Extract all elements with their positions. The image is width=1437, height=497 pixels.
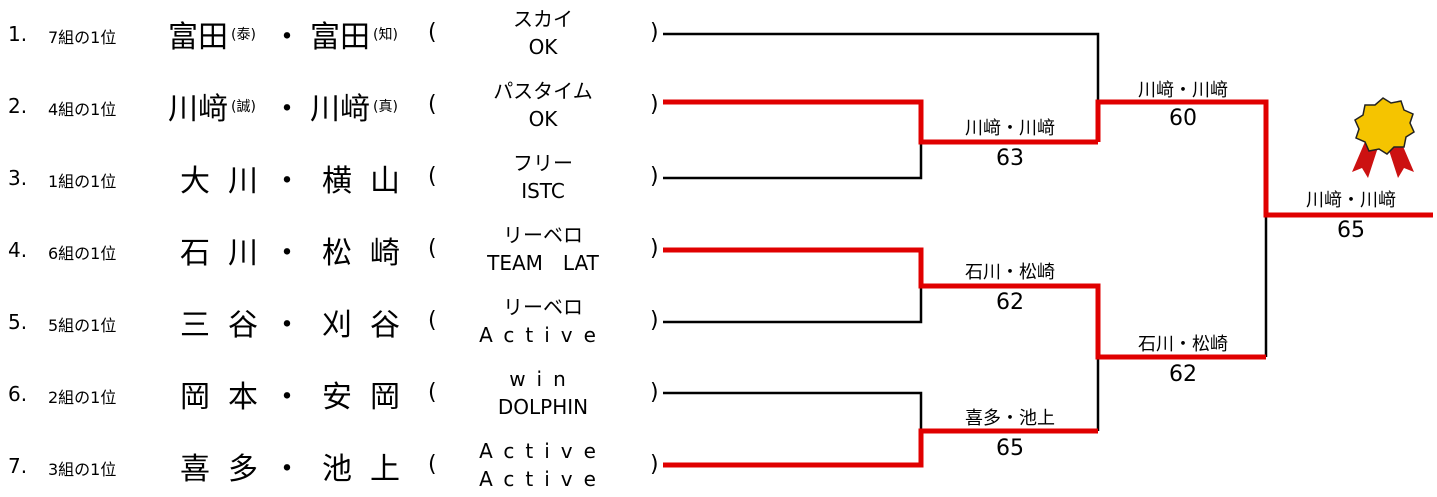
entry-group: 3組の1位	[48, 460, 117, 479]
player-2-name: 刈谷	[322, 308, 418, 343]
semi-top-score: 60	[1169, 106, 1197, 131]
paren-close: )	[650, 92, 659, 117]
win-line-entry-7	[663, 428, 1098, 468]
separator: ・	[272, 92, 302, 127]
separator: ・	[272, 164, 302, 199]
separator: ・	[272, 236, 302, 271]
entry-number: 7.	[8, 454, 28, 478]
win-line-r1-top	[1095, 99, 1433, 218]
entry-group: 5組の1位	[48, 316, 117, 335]
player-2-name: 川﨑	[310, 92, 370, 127]
entry-group: 2組の1位	[48, 388, 117, 407]
entry-number: 6.	[8, 382, 28, 406]
club-line-2: Active	[479, 467, 607, 491]
player-1-name: 岡本	[180, 380, 276, 415]
entry-number: 3.	[8, 166, 28, 190]
paren-open: (	[428, 452, 437, 477]
player-1-name: 富田	[168, 20, 228, 55]
club-line-2: ISTC	[521, 179, 565, 203]
r1-mid-winner: 石川・松崎	[965, 262, 1055, 283]
club-line-1: Active	[479, 439, 607, 463]
final-score: 65	[1337, 218, 1365, 243]
player-2-tag: (真)	[373, 99, 398, 115]
player-2-name: 池上	[322, 452, 418, 487]
win-line-entry-2	[663, 99, 1098, 145]
r1-bot-score: 65	[996, 436, 1024, 461]
r1-bot-winner: 喜多・池上	[965, 408, 1055, 429]
club-line-2: DOLPHIN	[497, 395, 589, 419]
player-1-name: 大川	[180, 164, 276, 199]
player-1-name: 川﨑	[168, 92, 228, 127]
entry-group: 4組の1位	[48, 100, 117, 119]
semi-top-winner: 川﨑・川﨑	[1138, 80, 1228, 101]
paren-close: )	[650, 452, 659, 477]
winner-medal-icon	[1352, 97, 1415, 178]
separator: ・	[272, 380, 302, 415]
entry-number: 4.	[8, 238, 28, 262]
paren-open: (	[428, 236, 437, 261]
player-2-name: 富田	[310, 20, 370, 55]
separator: ・	[272, 20, 302, 55]
entry-group: 6組の1位	[48, 244, 117, 263]
player-1-name: 喜多	[180, 452, 276, 487]
club-line-2: OK	[528, 107, 558, 131]
final-winner: 川﨑・川﨑	[1306, 190, 1396, 211]
club-line-1: パスタイム	[493, 79, 593, 103]
paren-close: )	[650, 164, 659, 189]
paren-close: )	[650, 308, 659, 333]
r1-top-winner: 川﨑・川﨑	[965, 118, 1055, 139]
player-2-tag: (知)	[373, 27, 398, 43]
club-line-2: TEAM LAT	[487, 251, 599, 275]
paren-open: (	[428, 380, 437, 405]
line-entry-5	[663, 286, 923, 324]
club-line-1: リーベロ	[503, 295, 583, 319]
player-2-name: 松崎	[322, 236, 418, 271]
player-1-name: 三谷	[180, 308, 276, 343]
r1-mid-score: 62	[996, 290, 1024, 315]
club-line-1: リーベロ	[503, 223, 583, 247]
entry-number: 1.	[8, 22, 28, 46]
separator: ・	[272, 452, 302, 487]
line-entry-3	[663, 142, 923, 180]
player-2-name: 安岡	[322, 380, 418, 415]
paren-open: (	[428, 308, 437, 333]
paren-open: (	[428, 164, 437, 189]
semi-bot-winner: 石川・松崎	[1138, 334, 1228, 355]
paren-open: (	[428, 20, 437, 45]
player-1-name: 石川	[180, 236, 276, 271]
separator: ・	[272, 308, 302, 343]
entry-number: 5.	[8, 310, 28, 334]
paren-close: )	[650, 380, 659, 405]
semi-bot-score: 62	[1169, 362, 1197, 387]
entry-group: 1組の1位	[48, 172, 117, 191]
r1-top-score: 63	[996, 146, 1024, 171]
player-1-tag: (泰)	[231, 27, 256, 43]
player-1-tag: (誠)	[231, 99, 256, 115]
line-entry-6	[663, 391, 923, 431]
paren-close: )	[650, 20, 659, 45]
club-line-1: win	[509, 367, 577, 391]
club-line-1: スカイ	[513, 7, 573, 31]
entry-number: 2.	[8, 94, 28, 118]
entry-group: 7組の1位	[48, 28, 117, 47]
paren-close: )	[650, 236, 659, 261]
club-line-2: Active	[479, 323, 607, 347]
club-line-2: OK	[528, 35, 558, 59]
player-2-name: 横山	[322, 164, 418, 199]
win-line-entry-4	[663, 247, 1266, 360]
line-entry-1	[663, 32, 1100, 102]
club-line-1: フリー	[513, 151, 573, 175]
paren-open: (	[428, 92, 437, 117]
